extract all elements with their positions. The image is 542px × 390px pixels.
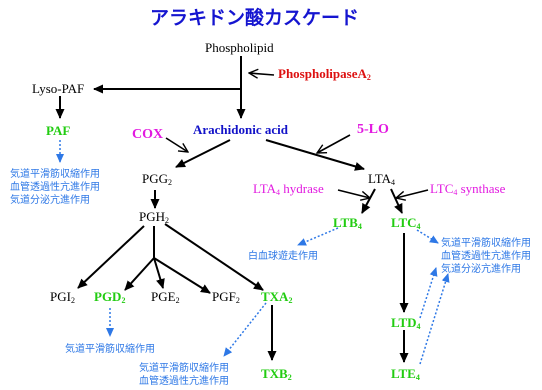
arrow-lta4-hydrase-pointer: [337, 189, 370, 198]
node-ltb4: LTB4: [333, 215, 362, 231]
arrow-ltd-effect: [419, 267, 438, 319]
arrow-pgh-to-pgi: [77, 225, 145, 289]
node-lta4: LTA4: [368, 171, 396, 187]
node-pgg2: PGG2: [142, 171, 173, 187]
enzyme-lta4-hydrase: LTA4 hydrase: [253, 181, 324, 197]
txa-effect-1: 気道平滑筋収縮作用: [139, 363, 229, 374]
arrow-txa-effect: [223, 302, 267, 357]
node-pgd2: PGD2: [94, 289, 126, 305]
txa-effects-list: 気道平滑筋収縮作用 血管透過性亢進作用: [139, 362, 229, 388]
node-arachidonic-acid: Arachidonic acid: [193, 122, 288, 137]
ltb-effect-1: 白血球遊走作用: [248, 251, 318, 262]
node-pgf2: PGF2: [212, 289, 240, 305]
ltc-effect-1: 気道平滑筋収縮作用: [441, 238, 531, 249]
node-pge2: PGE2: [151, 289, 180, 305]
ltc-effect-3: 気道分泌亢進作用: [441, 264, 521, 275]
node-lte4: LTE4: [391, 366, 420, 382]
paf-effect-1: 気道平滑筋収縮作用: [10, 169, 100, 180]
paf-effect-3: 気道分泌亢進作用: [10, 195, 90, 206]
arrow-lte-effect: [419, 273, 450, 365]
node-lyso-paf: Lyso-PAF: [32, 81, 85, 96]
paf-effects-list: 気道平滑筋収縮作用 血管透過性亢進作用 気道分泌亢進作用: [10, 168, 100, 207]
ltc-effect-2: 血管透過性亢進作用: [441, 251, 531, 262]
arrow-5lo-pointer: [317, 134, 351, 153]
enzyme-5-lo: 5-LO: [357, 122, 389, 137]
pgd-effects-list: 気道平滑筋収縮作用: [65, 343, 155, 356]
arrow-lta-to-ltb: [361, 188, 376, 214]
arrow-phospholipase-pointer: [249, 73, 275, 75]
arrow-cox-pointer: [165, 137, 188, 152]
arrow-branch-to-pgf: [153, 257, 211, 294]
ltb-effects-list: 白血球遊走作用: [248, 250, 318, 263]
node-paf: PAF: [46, 123, 71, 138]
node-pgi2: PGI2: [50, 289, 75, 305]
arrow-pgh-to-txa: [164, 223, 264, 291]
enzyme-cox: COX: [132, 127, 164, 142]
node-phospholipid: Phospholipid: [205, 40, 274, 55]
enzyme-phospholipase-a2: PhospholipaseA2: [278, 66, 371, 82]
arrow-ltc4-synthase-pointer: [396, 189, 429, 198]
ltc-effects-list: 気道平滑筋収縮作用 血管透過性亢進作用 気道分泌亢進作用: [441, 237, 531, 276]
arrow-arachidonic-to-lta: [265, 139, 365, 171]
arrow-arachidonic-to-pgg: [175, 139, 231, 168]
diagram-title: アラキドン酸カスケード: [150, 7, 360, 29]
node-ltc4: LTC4: [391, 215, 421, 231]
node-pgh2: PGH2: [139, 209, 170, 225]
node-txb2: TXB2: [261, 366, 292, 382]
arrow-lta-to-ltc: [390, 188, 403, 214]
node-ltd4: LTD4: [391, 315, 421, 331]
enzyme-ltc4-synthase: LTC4 synthase: [430, 181, 506, 197]
arrow-branch-to-pgd: [124, 257, 155, 291]
txa-effect-2: 血管透過性亢進作用: [139, 376, 229, 387]
arrow-branch-to-pge-node: [153, 257, 165, 289]
paf-effect-2: 血管透過性亢進作用: [10, 182, 100, 193]
arrow-ltb-effect: [297, 227, 339, 246]
arrow-ltc-effect: [416, 229, 439, 244]
node-txa2: TXA2: [261, 289, 293, 305]
pgd-effect-1: 気道平滑筋収縮作用: [65, 344, 155, 355]
